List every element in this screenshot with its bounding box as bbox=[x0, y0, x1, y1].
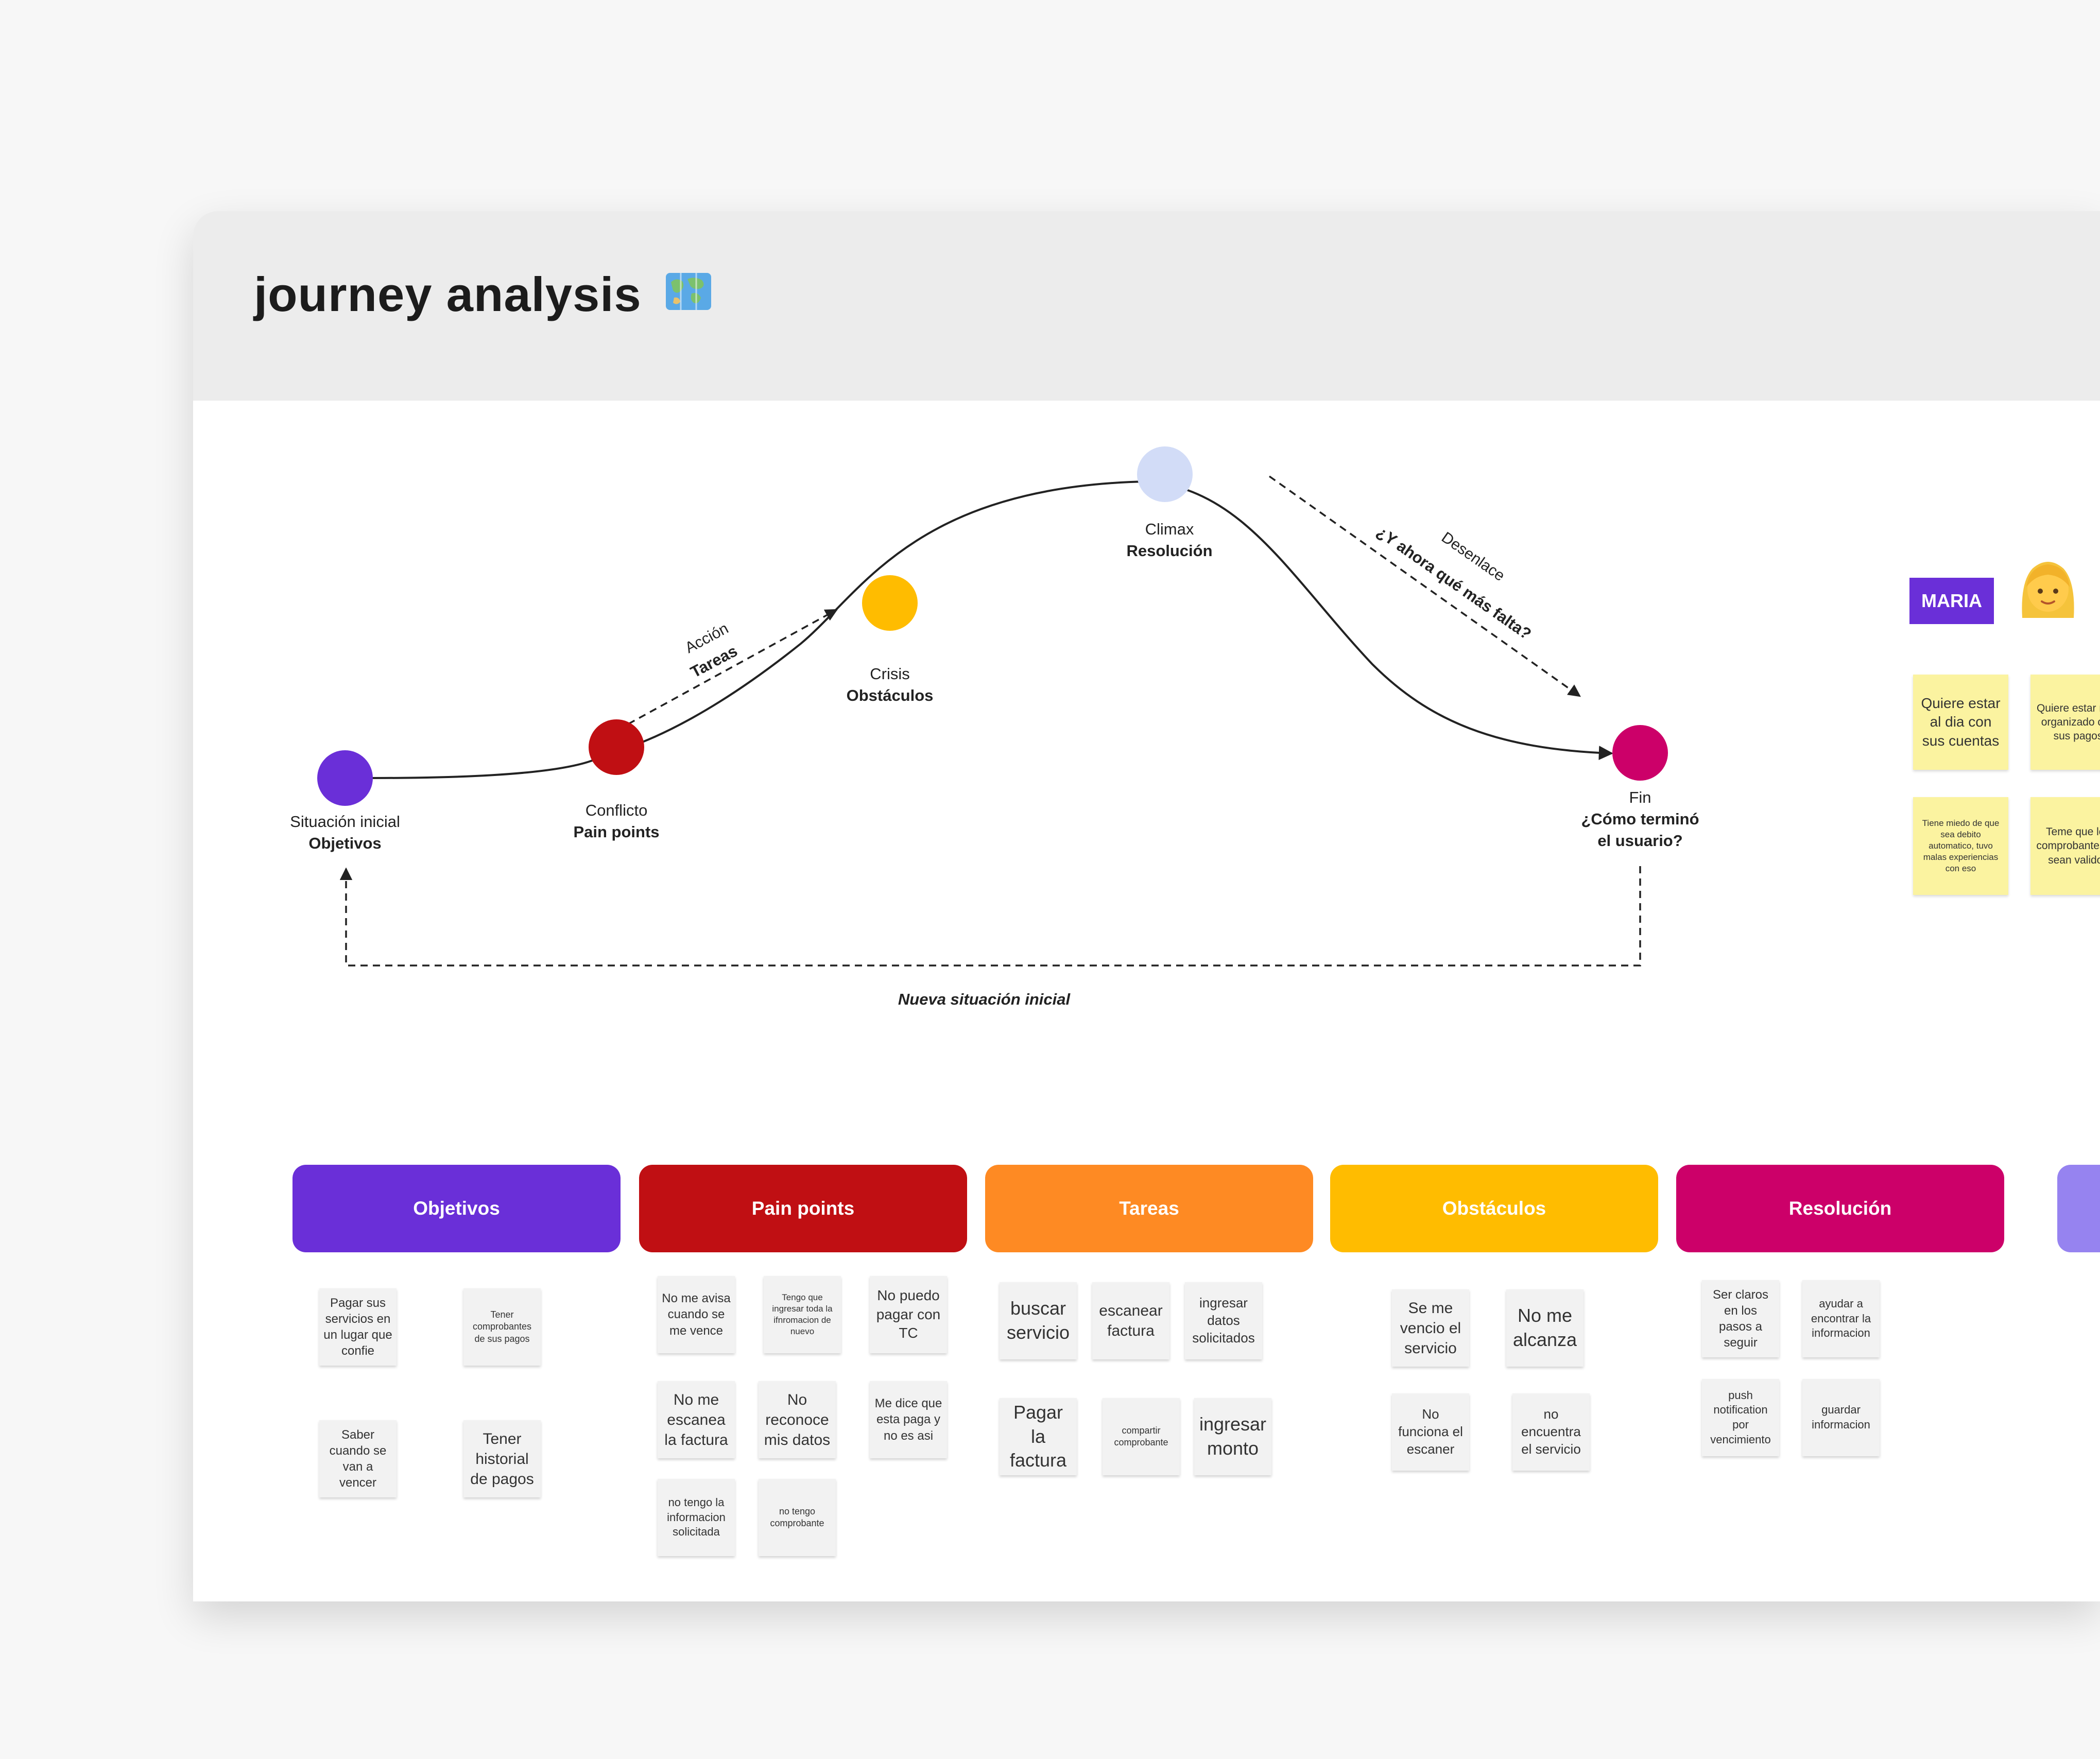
note: no encuentra el servicio bbox=[1512, 1393, 1590, 1471]
note: Tengo que ingresar toda la ifnromacion d… bbox=[764, 1276, 841, 1353]
note: Tener historial de pagos bbox=[463, 1420, 541, 1497]
fin-sub: ¿Cómo terminó el usuario? bbox=[1581, 809, 1699, 850]
note: Pagar la factura bbox=[1000, 1398, 1077, 1475]
note: Saber cuando se van a vencer bbox=[319, 1420, 397, 1497]
note: no tengo la informacion solicitada bbox=[658, 1479, 735, 1556]
crisis-label: Crisis bbox=[870, 665, 910, 683]
note: ingresar datos solicitados bbox=[1185, 1282, 1262, 1359]
loop-label: Nueva situación inicial bbox=[898, 990, 1071, 1008]
climax-sub: Resolución bbox=[1126, 541, 1213, 560]
note: Tener comprobantes de sus pagos bbox=[463, 1288, 541, 1366]
conflicto-label: Conflicto bbox=[585, 801, 648, 819]
note: compartir comprobante bbox=[1103, 1398, 1180, 1475]
persona-note: Tiene miedo de que sea debito automatico… bbox=[1913, 797, 2008, 895]
point-fin bbox=[1612, 725, 1668, 781]
note: escanear factura bbox=[1092, 1282, 1169, 1359]
label-fin: Fin ¿Cómo terminó el usuario? bbox=[1576, 787, 1705, 852]
label-situacion-inicial: Situación inicial Objetivos bbox=[290, 811, 400, 854]
board-header: journey analysis bbox=[193, 211, 2100, 401]
crisis-sub: Obstáculos bbox=[846, 686, 934, 704]
woman-blond-hair-icon bbox=[2012, 551, 2084, 626]
note: ayudar a encontrar la informacion bbox=[1802, 1280, 1880, 1357]
point-climax bbox=[1137, 446, 1193, 502]
climax-label: Climax bbox=[1145, 520, 1194, 538]
point-crisis bbox=[862, 575, 918, 631]
category-resolucion: Resolución bbox=[1676, 1165, 2004, 1252]
label-crisis: Crisis Obstáculos bbox=[847, 663, 934, 706]
note: Me dice que esta paga y no es asi bbox=[870, 1381, 947, 1458]
category-objetivos: Objetivos bbox=[292, 1165, 621, 1252]
note: Ser claros en los pasos a seguir bbox=[1702, 1280, 1779, 1357]
category-pain-points: Pain points bbox=[639, 1165, 967, 1252]
note: Pagar sus servicios en un lugar que conf… bbox=[319, 1288, 397, 1366]
note: guardar informacion bbox=[1802, 1379, 1880, 1456]
conflicto-sub: Pain points bbox=[573, 822, 660, 841]
note: No me alcanza bbox=[1506, 1289, 1583, 1367]
note: No funciona el escaner bbox=[1392, 1393, 1469, 1471]
note: ingresar monto bbox=[1194, 1398, 1271, 1475]
category-tareas: Tareas bbox=[985, 1165, 1313, 1252]
note: buscar servicio bbox=[1000, 1282, 1077, 1359]
accion-arrow bbox=[628, 609, 838, 725]
persona-note: Teme que los comprobantes no sean valido… bbox=[2030, 797, 2100, 895]
point-conflicto bbox=[589, 719, 644, 775]
desenlace-arrow bbox=[1268, 475, 1581, 697]
label-climax: Climax Resolución bbox=[1126, 519, 1212, 562]
label-conflicto: Conflicto Pain points bbox=[573, 800, 659, 843]
note: No me escanea la factura bbox=[658, 1381, 735, 1458]
point-situacion-inicial bbox=[317, 750, 373, 806]
situacion-inicial-sub: Objetivos bbox=[308, 834, 382, 852]
board-title-text: journey analysis bbox=[254, 267, 642, 321]
persona-note: Quiere estar mas organizado con sus pago… bbox=[2030, 675, 2100, 770]
loop-arrow bbox=[339, 866, 1641, 967]
journey-board: journey analysis bbox=[193, 211, 2100, 1601]
board-title: journey analysis bbox=[254, 267, 712, 323]
category-obstaculos: Obstáculos bbox=[1330, 1165, 1658, 1252]
situacion-inicial-label: Situación inicial bbox=[290, 813, 400, 831]
note: No me avisa cuando se me vence bbox=[658, 1276, 735, 1353]
note: push notification por vencimiento bbox=[1702, 1379, 1779, 1456]
category-extra bbox=[2057, 1165, 2100, 1252]
persona-name-tag: MARIA bbox=[1909, 578, 1994, 624]
fin-label: Fin bbox=[1629, 788, 1651, 806]
world-map-icon bbox=[665, 268, 712, 323]
note: No puedo pagar con TC bbox=[870, 1276, 947, 1353]
journey-curve bbox=[345, 480, 1613, 780]
note: No reconoce mis datos bbox=[759, 1381, 836, 1458]
note: Se me vencio el servicio bbox=[1392, 1289, 1469, 1367]
note: no tengo comprobante bbox=[759, 1479, 836, 1556]
persona-note: Quiere estar al dia con sus cuentas bbox=[1913, 675, 2008, 770]
journey-diagram bbox=[317, 446, 1668, 967]
